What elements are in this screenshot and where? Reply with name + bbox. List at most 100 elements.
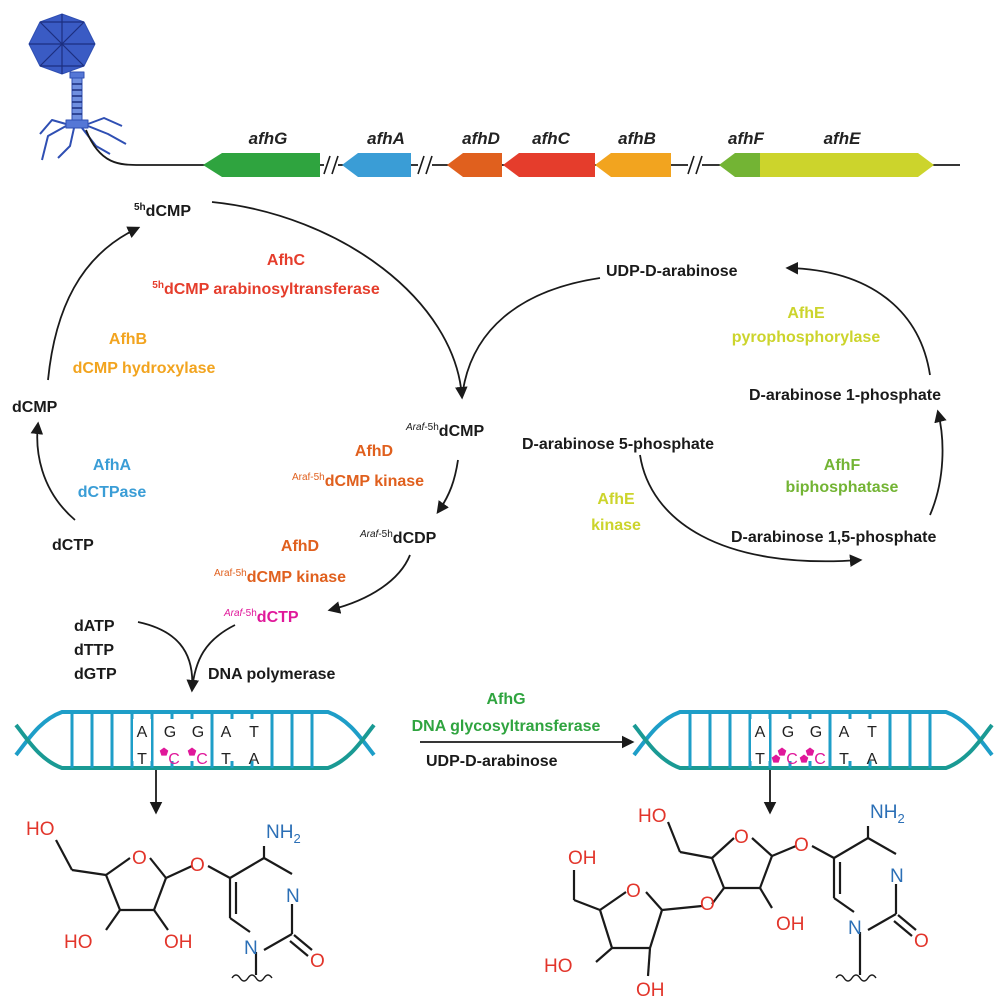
compound-labels: 5hdCMP dCMP dCTP Araf-5hdCMP Araf-5hdCDP… bbox=[12, 202, 941, 770]
dna-base-top: T bbox=[249, 724, 259, 741]
label-nh2-2: NH2 bbox=[870, 802, 905, 826]
arrow-dcmp-to-5hdcmp bbox=[47, 226, 141, 381]
structure-araf-5hmc: HO O O HO OH NH2 N N O bbox=[26, 819, 325, 982]
enzyme-afhd-name-1: AfhD bbox=[355, 443, 393, 460]
compound-ara15p: D-arabinose 1,5-phosphate bbox=[731, 529, 936, 546]
dna-base-bottom: T bbox=[221, 751, 231, 768]
label-n1-1: N bbox=[244, 938, 258, 959]
dna-base-bottom: C bbox=[786, 751, 798, 768]
break-marks bbox=[323, 155, 703, 175]
gene-label-afhD: afhD bbox=[462, 129, 500, 148]
dna-base-top: G bbox=[192, 724, 204, 741]
arrow-arafdcmp-to-arafdcdp bbox=[436, 459, 459, 515]
dna-base-top: A bbox=[137, 724, 148, 741]
compound-dctp: dCTP bbox=[52, 537, 94, 554]
gene-arrow-afhG bbox=[203, 153, 320, 177]
arrow-ara5p-to-ara15p bbox=[639, 454, 863, 567]
label-ring-o-3: O bbox=[626, 881, 641, 902]
bacteriophage-icon bbox=[28, 13, 127, 161]
dna-base-bottom: C bbox=[168, 751, 180, 768]
compound-udp-arabinose: UDP-D-arabinose bbox=[606, 263, 738, 280]
dna-base-bottom: T bbox=[839, 751, 849, 768]
label-nh2-1: NH2 bbox=[266, 822, 301, 846]
enzyme-labels: AfhC 5hdCMP arabinosyltransferase AfhB d… bbox=[73, 252, 899, 735]
gene-label-afhE: afhE bbox=[824, 129, 862, 148]
compound-5hdcmp: 5hdCMP bbox=[134, 202, 191, 220]
label-co-1: O bbox=[310, 951, 325, 972]
gene-arrow-afhA bbox=[342, 153, 411, 177]
pink-pentagon-sugar-icon bbox=[777, 747, 787, 756]
label-ring-o-1: O bbox=[132, 848, 147, 869]
pink-pentagon-sugar-icon bbox=[771, 754, 781, 763]
label-oh-2: OH bbox=[776, 914, 805, 935]
dna-base-top: A bbox=[839, 724, 850, 741]
compound-dgtp: dGTP bbox=[74, 666, 117, 683]
enzyme-afhd-function-1: Araf-5hdCMP kinase bbox=[292, 472, 424, 490]
label-n1-2: N bbox=[848, 918, 862, 939]
compound-araf-5hdcdp: Araf-5hdCDP bbox=[359, 529, 437, 547]
compound-ara1p: D-arabinose 1-phosphate bbox=[749, 387, 941, 404]
label-oh-4: OH bbox=[636, 980, 665, 999]
compound-dttp: dTTP bbox=[74, 642, 114, 659]
pink-pentagon-sugar-icon bbox=[187, 747, 197, 756]
enzyme-afhe-function-2: kinase bbox=[591, 517, 641, 534]
enzyme-afhb-function: dCMP hydroxylase bbox=[73, 360, 216, 377]
dna-base-bottom: A bbox=[867, 751, 878, 768]
gene-label-afhA: afhA bbox=[367, 129, 405, 148]
gene-arrow-afhE bbox=[760, 153, 934, 177]
dna-base-bottom: T bbox=[755, 751, 765, 768]
compound-araf-5hdctp: Araf-5hdCTP bbox=[223, 608, 299, 626]
enzyme-afhg-function: DNA glycosyltransferase bbox=[412, 718, 601, 735]
label-glyc-o-1: O bbox=[190, 855, 205, 876]
arrow-dntp-to-dna bbox=[137, 621, 200, 693]
arrow-arafdcdp-to-arafdctp bbox=[327, 554, 411, 614]
enzyme-afhd-function-2: Araf-5hdCMP kinase bbox=[214, 568, 346, 586]
arrow-ara15p-to-ara1p bbox=[929, 409, 947, 516]
label-ho-2: HO bbox=[64, 932, 93, 953]
arrow-ara1p-to-udp-arabinose bbox=[785, 261, 931, 376]
dna-base-top: A bbox=[755, 724, 766, 741]
arrow-udp-arabinose-join bbox=[461, 277, 601, 398]
compound-dcmp: dCMP bbox=[12, 399, 58, 416]
arrow-dctp-to-dcmp bbox=[30, 421, 76, 521]
gene-label-afhF: afhF bbox=[728, 129, 765, 148]
compound-datp: dATP bbox=[74, 618, 115, 635]
label-ho-4: HO bbox=[544, 956, 573, 977]
gene-arrow-afhB bbox=[595, 153, 671, 177]
enzyme-dna-polymerase: DNA polymerase bbox=[208, 666, 336, 683]
label-link-o: O bbox=[700, 894, 715, 915]
compound-araf-5hdcmp: Araf-5hdCMP bbox=[405, 422, 484, 440]
enzyme-afhe-name-1: AfhE bbox=[787, 305, 825, 322]
enzyme-afhd-name-2: AfhD bbox=[281, 538, 319, 555]
arrow-arafdctp-join bbox=[191, 624, 236, 691]
structure-araf-araf-5hmc: HO O O OH O NH2 N N O OH O HO OH bbox=[544, 802, 929, 999]
dna-base-top: G bbox=[782, 724, 794, 741]
gene-label-afhG: afhG bbox=[249, 129, 288, 148]
compound-udp-arabinose-2: UDP-D-arabinose bbox=[426, 753, 558, 770]
label-oh-1: OH bbox=[164, 932, 193, 953]
pink-pentagon-sugar-icon bbox=[159, 747, 169, 756]
gene-cluster: afhG afhA afhD afhC afhB afhF afhE bbox=[85, 129, 960, 177]
dna-base-top: G bbox=[164, 724, 176, 741]
enzyme-afha-name: AfhA bbox=[93, 457, 132, 474]
pathway-arrows bbox=[30, 201, 947, 815]
gene-label-afhC: afhC bbox=[532, 129, 571, 148]
enzyme-afhf-name: AfhF bbox=[824, 457, 861, 474]
pink-pentagon-sugar-icon bbox=[799, 754, 809, 763]
enzyme-afhf-function: biphosphatase bbox=[786, 479, 899, 496]
enzyme-afhg-name: AfhG bbox=[486, 691, 525, 708]
dna-base-bottom: C bbox=[196, 751, 208, 768]
enzyme-afhc-name: AfhC bbox=[267, 252, 306, 269]
compound-ara5p: D-arabinose 5-phosphate bbox=[522, 436, 714, 453]
label-glyc-o-2: O bbox=[794, 835, 809, 856]
dna-base-top: T bbox=[867, 724, 877, 741]
label-ho-3: HO bbox=[638, 806, 667, 827]
label-n3-2: N bbox=[890, 866, 904, 887]
label-ho-1: HO bbox=[26, 819, 55, 840]
genome-line bbox=[85, 129, 960, 166]
dna-base-bottom: A bbox=[249, 751, 260, 768]
label-n3-1: N bbox=[286, 886, 300, 907]
